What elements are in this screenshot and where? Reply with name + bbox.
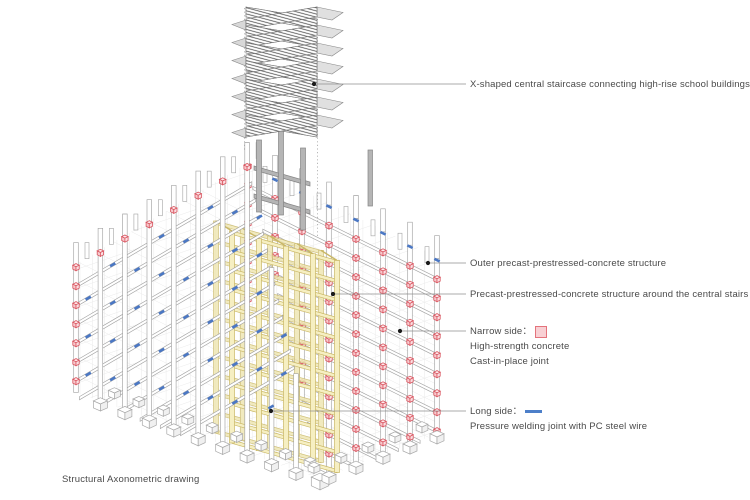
annotation-core-label: Precast-prestressed-concrete structure a…	[470, 289, 749, 300]
long-side-line2: Pressure welding joint with PC steel wir…	[470, 421, 648, 432]
narrow-side-line3: Cast-in-place joint	[470, 356, 549, 367]
annotation-staircase-label: X-shaped central staircase connecting hi…	[470, 79, 750, 90]
long-side-label: Long side：	[470, 406, 523, 417]
narrow-side-label: Narrow side：	[470, 326, 532, 337]
drawing-caption: Structural Axonometric drawing	[62, 474, 200, 485]
narrow-side-joint-swatch	[534, 325, 547, 338]
narrow-side-line2: High-strength concrete	[470, 341, 570, 352]
annotation-outer-structure: Outer precast-prestressed-concrete struc…	[470, 256, 666, 271]
long-side-joint-swatch	[525, 410, 543, 413]
annotation-narrow-side: Narrow side： High-strength concrete Cast…	[470, 324, 569, 369]
annotation-core-structure: Precast-prestressed-concrete structure a…	[470, 287, 748, 302]
annotation-long-side: Long side： Pressure welding joint with P…	[470, 404, 647, 434]
annotation-outer-label: Outer precast-prestressed-concrete struc…	[470, 258, 667, 269]
annotation-staircase: X-shaped central staircase connecting hi…	[470, 77, 750, 92]
